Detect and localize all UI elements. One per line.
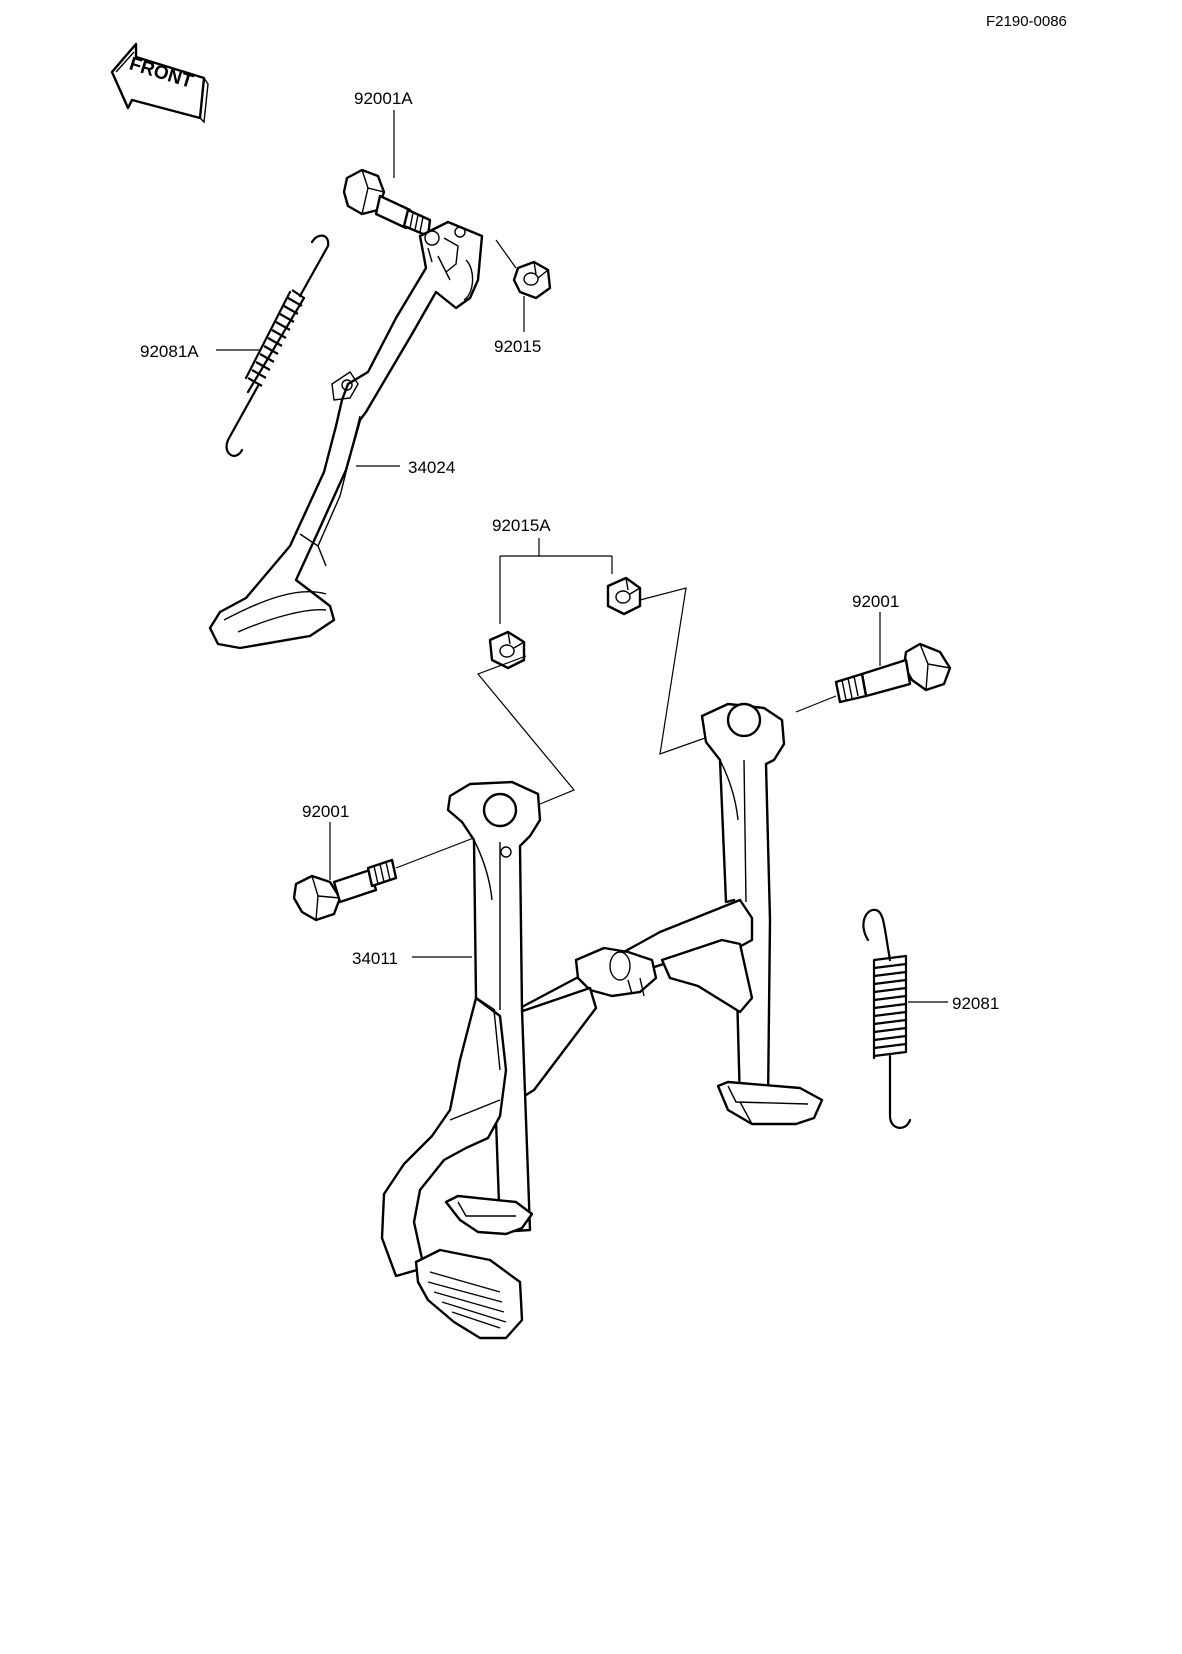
main-stand	[380, 702, 824, 1340]
label-main-stand: 34011	[352, 949, 398, 968]
leader-nut-pivot	[495, 239, 517, 269]
reference-code: F2190-0086	[986, 13, 1067, 30]
leader-nut-left-pivot	[477, 655, 575, 805]
main-stand-bolt-right	[834, 642, 952, 704]
label-side-stand-spring: 92081A	[140, 342, 199, 361]
main-stand-bolt-left	[292, 858, 398, 922]
leader-bolt-right-pivot	[795, 695, 837, 713]
side-stand-nut	[512, 260, 552, 300]
label-side-stand-bolt: 92001A	[354, 89, 413, 108]
label-main-stand-nuts: 92015A	[492, 516, 551, 535]
side-stand-bolt	[342, 168, 432, 238]
main-stand-spring	[862, 908, 912, 1129]
label-side-stand: 34024	[408, 458, 455, 477]
label-side-stand-nut: 92015	[494, 337, 541, 356]
leader-bolt-left-pivot	[395, 833, 485, 869]
side-stand-spring	[225, 234, 330, 457]
front-arrow: FRONT	[110, 42, 209, 124]
side-stand	[208, 220, 484, 650]
leader-main-stand-nuts	[499, 538, 613, 624]
label-bolt-right: 92001	[852, 592, 899, 611]
main-stand-nut-left	[488, 630, 526, 670]
main-stand-nut-right	[606, 576, 642, 616]
label-bolt-left: 92001	[302, 802, 349, 821]
label-main-stand-spring: 92081	[952, 994, 999, 1013]
